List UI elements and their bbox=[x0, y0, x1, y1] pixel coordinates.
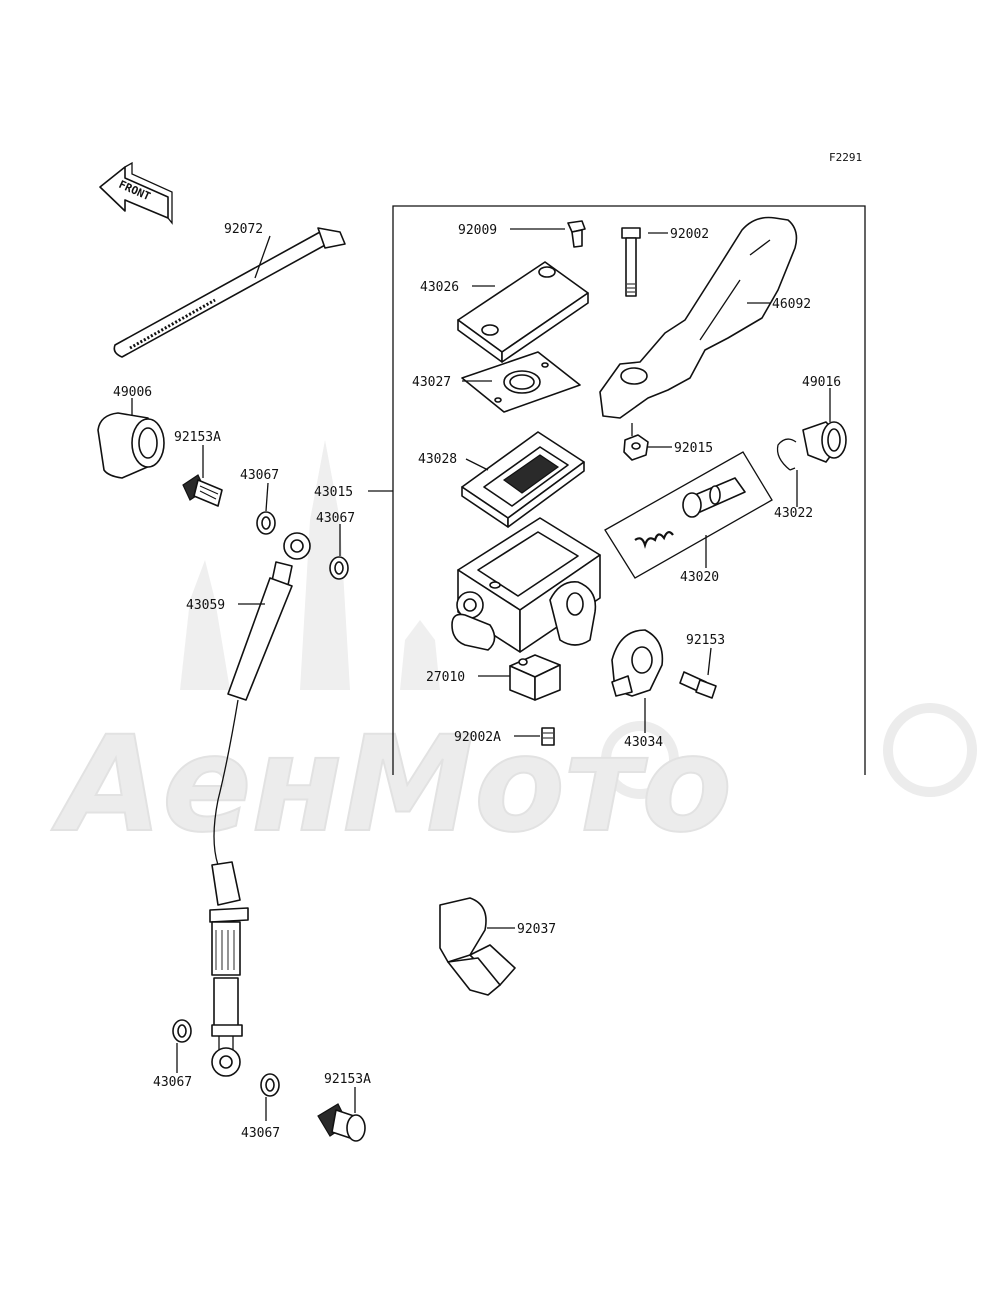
label-43026: 43026 bbox=[420, 280, 459, 295]
label-92002: 92002 bbox=[670, 227, 709, 242]
part-92153A-banjo-bolt-bottom bbox=[317, 1087, 366, 1142]
label-92009: 92009 bbox=[458, 223, 497, 238]
watermark: АенМото bbox=[50, 440, 977, 863]
part-49016-dust-boot bbox=[802, 388, 847, 463]
label-43059: 43059 bbox=[186, 598, 225, 613]
part-92072-cable-tie bbox=[113, 227, 346, 358]
part-92153-bolt bbox=[679, 647, 717, 699]
label-92037: 92037 bbox=[517, 922, 556, 937]
label-46092: 46092 bbox=[772, 297, 811, 312]
part-master-cylinder-body bbox=[451, 517, 601, 653]
part-46092-brake-lever bbox=[599, 216, 798, 419]
label-92153A-bottom: 92153A bbox=[324, 1072, 371, 1087]
part-92015-nut bbox=[623, 423, 672, 461]
label-92153A-top: 92153A bbox=[174, 430, 221, 445]
part-43026-reservoir-cap bbox=[457, 261, 589, 363]
figure-code: F2291 bbox=[829, 151, 862, 164]
label-43028: 43028 bbox=[418, 452, 457, 467]
label-92015: 92015 bbox=[674, 441, 713, 456]
part-92002A-screw bbox=[514, 727, 555, 746]
label-43022: 43022 bbox=[774, 506, 813, 521]
label-43067-d: 43067 bbox=[241, 1126, 280, 1141]
label-92002A: 92002A bbox=[454, 730, 501, 745]
label-27010: 27010 bbox=[426, 670, 465, 685]
part-49006-grip-end bbox=[97, 398, 165, 479]
part-92037-hose-bracket bbox=[439, 897, 516, 996]
label-92072: 92072 bbox=[224, 222, 263, 237]
label-43067-b: 43067 bbox=[316, 511, 355, 526]
part-92002-pivot-bolt bbox=[621, 227, 668, 297]
part-43059-brake-hose bbox=[209, 532, 311, 1077]
watermark-text: АенМото bbox=[51, 708, 732, 862]
part-27010-brake-switch bbox=[478, 654, 561, 701]
label-92153: 92153 bbox=[686, 633, 725, 648]
part-92009-screw bbox=[510, 220, 586, 248]
part-43067-washers-bottom bbox=[172, 1019, 280, 1121]
part-43022-circlip bbox=[776, 438, 798, 507]
label-43020: 43020 bbox=[680, 570, 719, 585]
label-43067-c: 43067 bbox=[153, 1075, 192, 1090]
label-43067-a: 43067 bbox=[240, 468, 279, 483]
part-43020-piston-kit bbox=[604, 451, 773, 579]
part-43028-diaphragm bbox=[461, 431, 585, 528]
label-43034: 43034 bbox=[624, 735, 663, 750]
label-43015: 43015 bbox=[314, 485, 353, 500]
part-43034-clamp bbox=[611, 629, 664, 733]
watermark-wheel-icon bbox=[601, 721, 679, 799]
watermark-wheel-icon bbox=[883, 703, 977, 797]
label-49006: 49006 bbox=[113, 385, 152, 400]
part-43067-washers-top bbox=[256, 482, 349, 580]
front-arrow-icon: FRONT bbox=[99, 161, 173, 225]
part-92153A-banjo-bolt-top bbox=[182, 445, 223, 507]
label-49016: 49016 bbox=[802, 375, 841, 390]
part-43027-diaphragm-plate bbox=[461, 351, 581, 413]
label-43027: 43027 bbox=[412, 375, 451, 390]
